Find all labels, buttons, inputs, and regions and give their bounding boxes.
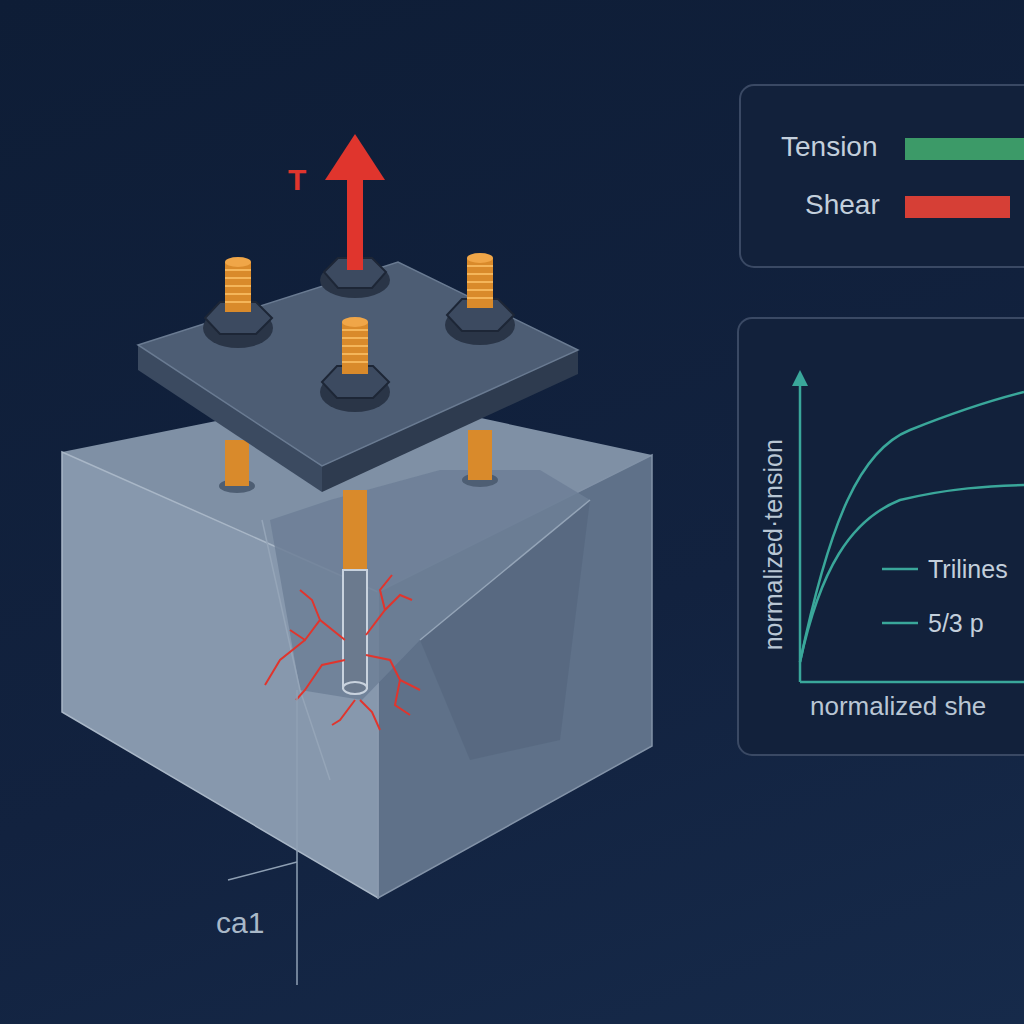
nuts (203, 253, 515, 412)
chart-panel (738, 318, 1024, 755)
legend-swatch (905, 138, 1024, 160)
axis-label: normalized she (810, 692, 986, 721)
axis-label: normalized·tension (759, 439, 787, 650)
legend-text: Tension (781, 132, 878, 163)
breakout-cone (262, 470, 590, 780)
dimension-label: ca1 (216, 906, 264, 939)
tension-arrow (325, 134, 385, 270)
legend-text: Trilines (928, 556, 1008, 584)
edge-distance-lines (228, 690, 297, 985)
legend-text: 5/3 p (928, 610, 984, 638)
crack-lines (265, 575, 420, 730)
legend-swatch (905, 196, 1010, 218)
base-plate (138, 262, 578, 492)
legend-text: Shear (805, 190, 880, 221)
legend-panel (740, 85, 1024, 267)
force-label: T (288, 163, 306, 196)
